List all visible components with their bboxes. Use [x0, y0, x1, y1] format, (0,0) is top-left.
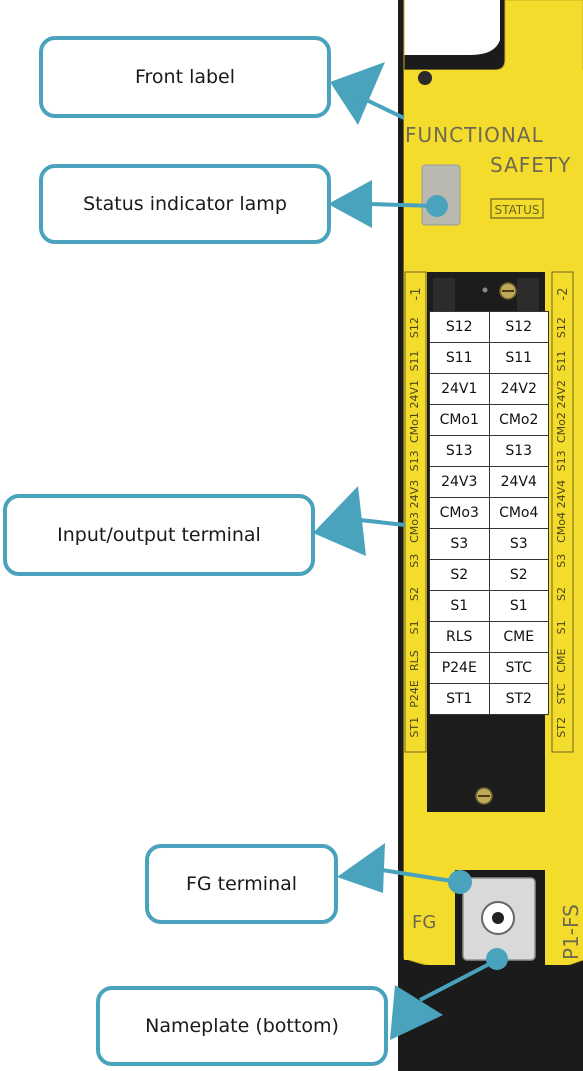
- terminal-cell-left: S2: [429, 559, 490, 591]
- terminal-cell-right: S2: [488, 559, 549, 591]
- terminal-cell-left: 24V3: [429, 466, 490, 498]
- callout-fg-terminal-text: FG terminal: [185, 873, 298, 895]
- side-tag: S13: [555, 450, 568, 471]
- terminal-cell-right: ST2: [488, 683, 549, 715]
- terminal-cell-right: 24V2: [488, 373, 549, 405]
- terminal-cell-right: S12: [488, 311, 549, 343]
- side-tag: CMo1: [408, 412, 421, 443]
- side-tag: CME: [555, 649, 568, 673]
- side-tag: ST1: [408, 717, 421, 738]
- status-tag-box: [490, 198, 544, 219]
- terminal-cell-right: STC: [488, 652, 549, 684]
- connector-tag-left: -1: [409, 288, 424, 301]
- terminal-cell-left: CMo3: [429, 497, 490, 529]
- side-tag: S13: [408, 450, 421, 471]
- callout-status-lamp-text: Status indicator lamp: [83, 193, 287, 215]
- terminal-cell-left: S13: [429, 435, 490, 467]
- terminal-cell-left: S11: [429, 342, 490, 374]
- terminal-cell-left: S3: [429, 528, 490, 560]
- side-tag: S11: [408, 350, 421, 371]
- side-tag: CMo4: [555, 512, 568, 543]
- terminal-cell-left: S12: [429, 311, 490, 343]
- callout-status-lamp: Status indicator lamp: [39, 164, 331, 244]
- terminal-cell-right: CMo4: [488, 497, 549, 529]
- side-tag: 24V2: [555, 380, 568, 409]
- terminal-cell-right: CME: [488, 621, 549, 653]
- side-tag: RLS: [408, 650, 421, 671]
- terminal-cell-right: S11: [488, 342, 549, 374]
- callout-io-terminal: Input/output terminal: [3, 494, 315, 576]
- terminal-cell-right: S13: [488, 435, 549, 467]
- terminal-cell-left: P24E: [429, 652, 490, 684]
- status-tag: STATUS: [494, 203, 539, 217]
- side-tag: S11: [555, 350, 568, 371]
- callout-fg-terminal: FG terminal: [145, 844, 338, 924]
- side-tag: S2: [555, 587, 568, 601]
- callout-io-terminal-text: Input/output terminal: [57, 524, 261, 546]
- side-tag: S1: [408, 620, 421, 634]
- callout-front-label-text: Front label: [134, 66, 236, 88]
- arrow-front-label: [330, 62, 405, 125]
- terminal-cell-right: S3: [488, 528, 549, 560]
- callout-front-label: Front label: [39, 36, 331, 118]
- terminal-cell-right: CMo2: [488, 404, 549, 436]
- fg-label: FG: [412, 912, 436, 933]
- side-tag: CMo2: [555, 412, 568, 443]
- functional-label: FUNCTIONAL: [405, 123, 544, 147]
- mounting-hole: [418, 71, 432, 85]
- arrow-io-terminal: [313, 486, 406, 556]
- side-tag: CMo3: [408, 512, 421, 543]
- callout-nameplate: Nameplate (bottom): [96, 986, 388, 1066]
- side-tag: STC: [555, 683, 568, 704]
- connector-tag-right: -2: [556, 288, 571, 301]
- side-tag: S3: [408, 554, 421, 568]
- arrow-nameplate: [390, 948, 508, 1040]
- terminal-cell-left: 24V1: [429, 373, 490, 405]
- side-tag: S1: [555, 620, 568, 634]
- terminal-cell-left: RLS: [429, 621, 490, 653]
- side-tag: ST2: [555, 717, 568, 738]
- arrow-fg-terminal: [337, 843, 472, 894]
- callout-nameplate-text: Nameplate (bottom): [145, 1015, 339, 1037]
- terminal-cell-right: 24V4: [488, 466, 549, 498]
- side-tag: 24V1: [408, 380, 421, 409]
- side-tag: P24E: [408, 680, 421, 708]
- safety-label: SAFETY: [490, 153, 571, 177]
- side-tag: 24V4: [555, 480, 568, 509]
- side-tag: S12: [408, 317, 421, 338]
- terminal-cell-left: ST1: [429, 683, 490, 715]
- module-top-white: [404, 0, 500, 55]
- side-tag: S2: [408, 587, 421, 601]
- arrow-status-lamp: [328, 180, 448, 228]
- model-label: P1-FS: [559, 904, 583, 960]
- terminal-cell-right: S1: [488, 590, 549, 622]
- terminal-cell-left: CMo1: [429, 404, 490, 436]
- terminal-cell-left: S1: [429, 590, 490, 622]
- side-tag: 24V3: [408, 480, 421, 509]
- side-tag: S12: [555, 317, 568, 338]
- side-tag: S3: [555, 554, 568, 568]
